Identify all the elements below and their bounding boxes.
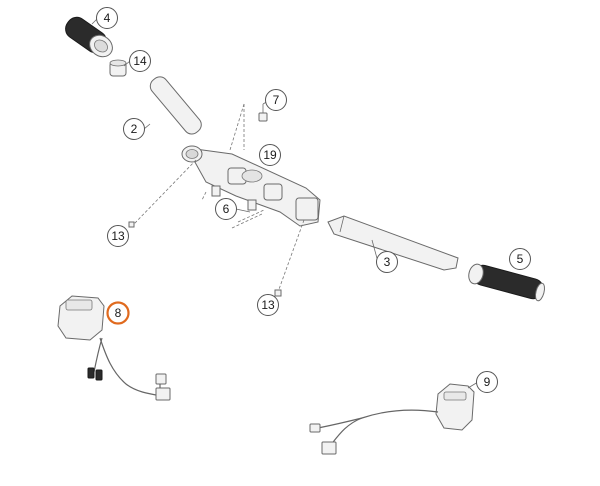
callout-13-left-label: 13 [111, 229, 125, 243]
callout-8[interactable]: 8 [106, 301, 130, 325]
callout-4-label: 4 [104, 11, 111, 25]
callout-19[interactable]: 19 [259, 144, 281, 166]
callout-8-label: 8 [115, 306, 122, 320]
callout-7-label: 7 [273, 93, 280, 107]
callout-14-label: 14 [133, 54, 147, 68]
part-bolt-7[interactable] [258, 104, 268, 122]
callout-3-label: 3 [384, 255, 391, 269]
part-right-grip[interactable] [467, 263, 547, 302]
callout-4[interactable]: 4 [96, 7, 118, 29]
callout-19-label: 19 [263, 148, 277, 162]
callout-14[interactable]: 14 [129, 50, 151, 72]
callout-9-label: 9 [484, 375, 491, 389]
callout-13-left[interactable]: 13 [107, 225, 129, 247]
part-bushing[interactable] [109, 59, 127, 77]
callout-9[interactable]: 9 [476, 371, 498, 393]
part-left-switch[interactable] [57, 295, 171, 401]
assembly-lines [133, 103, 305, 293]
part-left-grip[interactable] [62, 13, 117, 61]
part-screws-6[interactable] [231, 209, 265, 229]
callout-3[interactable]: 3 [376, 251, 398, 273]
part-screw-13-right[interactable] [274, 289, 282, 297]
callout-5-label: 5 [517, 252, 524, 266]
callout-2-label: 2 [131, 122, 138, 136]
part-right-switch[interactable] [309, 383, 475, 455]
callout-5[interactable]: 5 [509, 248, 531, 270]
callout-6-label: 6 [223, 202, 230, 216]
part-screw-13-left[interactable] [128, 221, 135, 228]
callout-13-right[interactable]: 13 [257, 294, 279, 316]
callout-6[interactable]: 6 [215, 198, 237, 220]
callout-13-right-label: 13 [261, 298, 275, 312]
part-handlebar-tube[interactable] [327, 215, 459, 271]
part-throttle-tube[interactable] [147, 74, 204, 138]
part-handlebar-clamp[interactable] [181, 145, 321, 227]
callout-7[interactable]: 7 [265, 89, 287, 111]
callout-2[interactable]: 2 [123, 118, 145, 140]
